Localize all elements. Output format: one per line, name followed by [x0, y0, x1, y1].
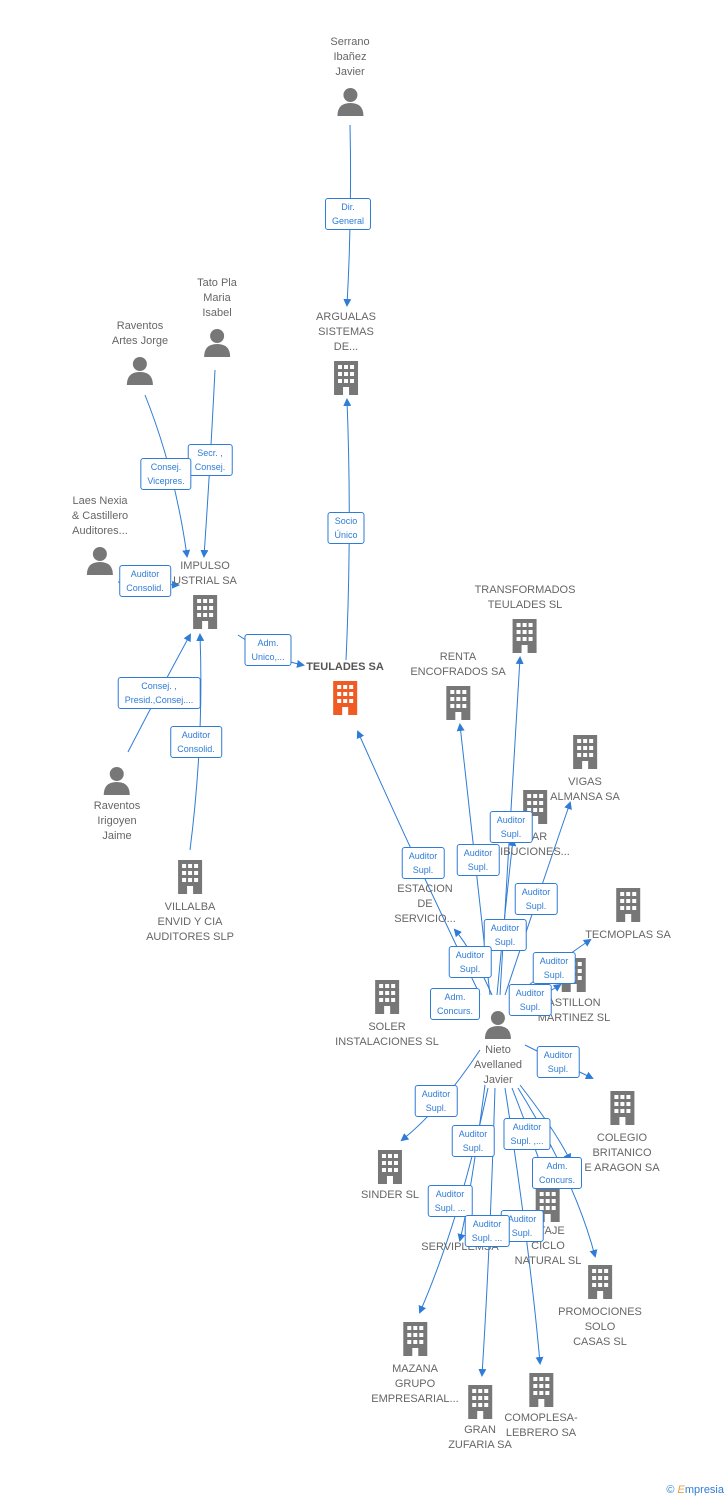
company-estacion[interactable]: ESTACION DE SERVICIO... — [394, 882, 456, 927]
building-icon — [177, 860, 202, 894]
person-label: Raventos Artes Jorge — [111, 320, 169, 347]
relation-label[interactable]: Auditor Supl. ,... — [503, 1118, 551, 1150]
person-icon — [485, 1011, 511, 1039]
person-icon — [336, 88, 363, 116]
company-label: ASTILLON MARTINEZ SL — [537, 997, 611, 1024]
relation-label[interactable]: Adm. Concurs. — [429, 988, 481, 1020]
building-icon — [193, 595, 217, 629]
company-renta[interactable]: RENTA ENCOFRADOS SA — [410, 650, 506, 720]
company-vigas[interactable]: VIGAS ALMANSA SA — [550, 735, 620, 805]
relation-label[interactable]: Secr. , Consej. — [187, 444, 233, 476]
building-icon — [333, 681, 357, 715]
building-icon — [615, 888, 640, 922]
relation-label[interactable]: Auditor Supl. ... — [464, 1215, 510, 1247]
company-label: PROMOCIONES SOLO CASAS SL — [558, 1306, 642, 1348]
relation-label[interactable]: Auditor Supl. — [483, 919, 527, 951]
relation-label[interactable]: Auditor Supl. — [414, 1085, 458, 1117]
edge — [496, 838, 517, 996]
company-label: ARGUALAS SISTEMAS DE... — [316, 311, 376, 353]
person-raventos-artes[interactable]: Raventos Artes Jorge — [112, 319, 168, 385]
company-label: COLEGIO BRITANICO E ARAGON SA — [584, 1132, 660, 1174]
person-icon — [127, 357, 153, 385]
company-label: VIGAS ALMANSA SA — [550, 776, 620, 803]
company-mar[interactable]: MAR IBUCIONES... — [500, 790, 570, 860]
relation-label[interactable]: Auditor Supl. ... — [427, 1185, 473, 1217]
relation-label[interactable]: Dir. General — [324, 198, 372, 230]
company-label: IMPULSO USTRIAL SA — [173, 560, 237, 587]
person-label: Laes Nexia & Castillero Auditores... — [71, 495, 129, 537]
relation-label[interactable]: Auditor Supl. — [401, 847, 445, 879]
building-icon — [572, 735, 597, 769]
building-icon — [333, 361, 358, 395]
building-icon — [528, 1373, 553, 1407]
company-promociones[interactable]: PROMOCIONES SOLO CASAS SL — [558, 1265, 642, 1350]
person-serrano[interactable]: Serrano Ibañez Javier — [330, 35, 370, 116]
person-raventos-irigoyen[interactable]: Raventos Irigoyen Jaime — [94, 765, 140, 844]
brand-initial: E — [677, 1484, 685, 1496]
company-label: RENTA ENCOFRADOS SA — [410, 651, 506, 678]
company-label: SINDER SL — [360, 1189, 420, 1201]
company-tecmoplas[interactable]: TECMOPLAS SA — [585, 888, 671, 943]
company-label: MAZANA GRUPO EMPRESARIAL... — [371, 1363, 459, 1405]
company-argualas[interactable]: ARGUALAS SISTEMAS DE... — [316, 310, 376, 395]
relation-label[interactable]: Auditor Supl. — [508, 984, 552, 1016]
company-mazana[interactable]: MAZANA GRUPO EMPRESARIAL... — [371, 1322, 459, 1407]
person-laes-nexia[interactable]: Laes Nexia & Castillero Auditores... — [72, 494, 128, 575]
person-label: Raventos Irigoyen Jaime — [93, 800, 141, 842]
relation-label[interactable]: Auditor Supl. — [489, 811, 533, 843]
building-icon — [402, 1322, 427, 1356]
company-label: COMOPLESA- LEBRERO SA — [504, 1412, 578, 1439]
relation-label[interactable]: Auditor Supl. — [536, 1046, 580, 1078]
relation-label[interactable]: Auditor Supl. — [448, 946, 492, 978]
copyright-symbol: © — [666, 1484, 675, 1496]
person-label: Nieto Avellaned Javier — [473, 1044, 523, 1086]
building-icon — [609, 1091, 634, 1125]
relation-label[interactable]: Auditor Consolid. — [119, 565, 171, 597]
person-icon — [103, 767, 130, 795]
company-transformados[interactable]: TRANSFORMADOS TEULADES SL — [474, 583, 576, 653]
person-icon — [87, 547, 113, 575]
relation-label[interactable]: Socio Único — [327, 512, 365, 544]
relation-label[interactable]: Auditor Consolid. — [170, 726, 222, 758]
building-icon — [587, 1265, 612, 1299]
person-tato[interactable]: Tato Pla Maria Isabel — [197, 276, 237, 357]
building-icon — [467, 1385, 492, 1419]
brand-watermark: © Empresia — [666, 1484, 724, 1496]
person-icon — [204, 329, 230, 357]
relation-label[interactable]: Auditor Supl. — [451, 1125, 495, 1157]
building-icon — [445, 686, 470, 720]
relation-label[interactable]: Auditor Supl. — [532, 952, 576, 984]
relation-label[interactable]: Auditor Supl. — [514, 883, 558, 915]
company-label: TECMOPLAS SA — [585, 929, 671, 941]
company-colegio[interactable]: COLEGIO BRITANICO E ARAGON SA — [584, 1091, 660, 1176]
person-nieto[interactable]: Nieto Avellaned Javier — [474, 1009, 522, 1088]
building-icon — [375, 980, 399, 1014]
company-label: TRANSFORMADOS TEULADES SL — [474, 584, 576, 611]
relation-label[interactable]: Consej. Vicepres. — [140, 458, 192, 490]
edge — [457, 1084, 486, 1242]
company-soler[interactable]: SOLER INSTALACIONES SL — [335, 980, 439, 1050]
company-gran-zufaria[interactable]: GRAN ZUFARIA SA — [448, 1385, 512, 1453]
building-icon — [377, 1150, 402, 1184]
company-label: TEULADES SA — [306, 661, 384, 673]
building-icon — [523, 790, 547, 824]
company-sinder[interactable]: SINDER SL — [361, 1150, 419, 1203]
building-icon — [513, 619, 537, 653]
company-label: ESTACION DE SERVICIO... — [394, 883, 456, 925]
relation-label[interactable]: Adm. Concurs. — [531, 1157, 583, 1189]
person-label: Tato Pla Maria Isabel — [197, 277, 237, 319]
company-comoplesa[interactable]: COMOPLESA- LEBRERO SA — [504, 1373, 578, 1441]
company-label: SOLER INSTALACIONES SL — [335, 1021, 439, 1048]
brand-name: mpresia — [684, 1484, 724, 1496]
company-label: VILLALBA ENVID Y CIA AUDITORES SLP — [146, 901, 234, 943]
company-villalba[interactable]: VILLALBA ENVID Y CIA AUDITORES SLP — [146, 860, 234, 945]
relation-label[interactable]: Consej. , Presid.,Consej.... — [117, 677, 201, 709]
company-label: GRAN ZUFARIA SA — [448, 1424, 512, 1451]
relation-label[interactable]: Auditor Supl. — [456, 844, 500, 876]
relation-label[interactable]: Adm. Unico,... — [244, 634, 292, 666]
company-teulades-main[interactable]: TEULADES SA — [306, 660, 384, 715]
company-impulso[interactable]: IMPULSO USTRIAL SA — [173, 559, 237, 629]
person-label: Serrano Ibañez Javier — [330, 36, 370, 78]
